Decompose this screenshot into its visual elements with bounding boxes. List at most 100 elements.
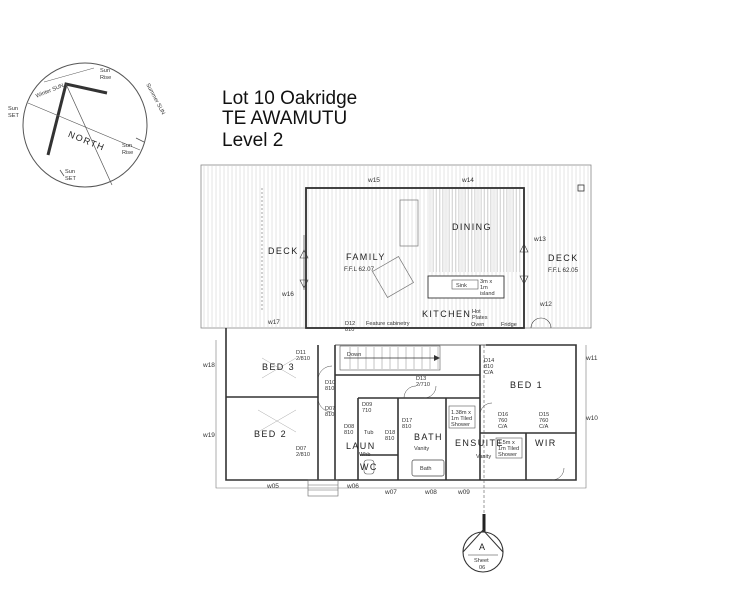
room-ensuite: ENSUITE (455, 438, 504, 448)
label-shower-bath-3: Shower (451, 422, 470, 428)
compass-sunrise-top-1: Sun (100, 68, 110, 74)
door-d15-id: D15 (539, 412, 549, 418)
label-shower-ensuite-3: Shower (498, 452, 517, 458)
room-deck-right-ffl: F.F.L 62.05 (548, 267, 579, 274)
door-d10-id: D10 (325, 380, 335, 386)
compass-sunrise-right-1: Sun (122, 143, 132, 149)
room-family-ffl: F.F.L 62.07 (344, 266, 375, 273)
room-wir: WIR (535, 438, 557, 448)
window-w14: w14 (461, 177, 474, 184)
label-fridge: Fridge (501, 322, 517, 328)
door-d08-id: D08 (344, 424, 354, 430)
room-family: FAMILY (346, 252, 386, 262)
compass-sunset-left-2: SET (8, 113, 19, 119)
room-kitchen: KITCHEN (422, 309, 471, 319)
room-dining: DINING (452, 222, 492, 232)
plan-title-lot: Lot 10 Oakridge (222, 88, 358, 109)
label-hot-plates-1: Hot (472, 309, 481, 315)
window-w15: w15 (367, 177, 380, 184)
door-d15-size: 760 (539, 418, 548, 424)
section-marker-a: A Sheet 06 (462, 529, 504, 573)
bedroom-wing-walls (215, 328, 587, 532)
label-tub: Tub (364, 430, 373, 436)
door-d13-size: 2/710 (416, 382, 430, 388)
window-w05: w05 (266, 483, 279, 490)
window-w07: w07 (384, 489, 397, 496)
door-d07a-id: D07 (325, 406, 335, 412)
label-shower-ensuite-1: 1.5m x (498, 440, 515, 446)
compass-winter-sun: Winter SUN (35, 83, 65, 100)
section-sheet-label: Sheet (474, 558, 489, 564)
door-d16-type: C/A (498, 424, 508, 430)
label-vanity-bath: Vanity (414, 446, 429, 452)
door-d16-id: D16 (498, 412, 508, 418)
door-d15-type: C/A (539, 424, 549, 430)
compass-sunset-bottom-2: SET (65, 176, 76, 182)
door-d09-size: 710 (362, 408, 371, 414)
label-feature-cabinetry: Feature cabinetry (366, 321, 410, 327)
window-w16: w16 (281, 291, 294, 298)
window-w18: w18 (202, 362, 215, 369)
room-bath: BATH (414, 432, 443, 442)
door-d12-size: 810 (345, 327, 354, 333)
compass-sunset-bottom-1: Sun (65, 169, 75, 175)
label-shower-bath-2: 1m Tiled (451, 416, 472, 422)
label-shower-bath-1: 1.38m x (451, 410, 471, 416)
door-d09-id: D09 (362, 402, 372, 408)
room-bed1: BED 1 (510, 380, 543, 390)
window-w11: w11 (585, 355, 598, 362)
window-w19: w19 (202, 432, 215, 439)
door-d07b-size: 2/810 (296, 452, 310, 458)
door-d07a-size: 810 (325, 412, 334, 418)
compass-summer-sun: Summer SUN (144, 83, 165, 116)
door-d08-size: 810 (344, 430, 353, 436)
room-deck-right: DECK (548, 253, 579, 263)
window-w06: w06 (346, 483, 359, 490)
plan-title-town: TE AWAMUTU (222, 108, 348, 129)
window-w08: w08 (424, 489, 437, 496)
window-w13: w13 (533, 236, 546, 243)
room-bed2: BED 2 (254, 429, 287, 439)
door-d16-size: 760 (498, 418, 507, 424)
door-d14-id: D14 (484, 358, 494, 364)
window-w17: w17 (267, 319, 280, 326)
door-d11-id: D11 (296, 350, 306, 356)
door-d18-size: 810 (385, 436, 394, 442)
room-deck-left: DECK (268, 246, 299, 256)
door-d14-size: 810 (484, 364, 493, 370)
label-sink: Sink (456, 283, 467, 289)
compass-sunrise-top-2: Rise (100, 75, 111, 81)
label-bath-fixture: Bath (420, 466, 432, 472)
door-d17-size: 810 (402, 424, 411, 430)
label-shower-ensuite-2: 1m Tiled (498, 446, 519, 452)
label-whb: Whb (359, 452, 371, 458)
door-d12-id: D12 (345, 321, 355, 327)
door-d18-id: D18 (385, 430, 395, 436)
deck-hatching (200, 164, 592, 329)
section-letter: A (479, 542, 486, 552)
label-vanity-ensuite: Vanity (476, 454, 491, 460)
section-sheet-number: 06 (479, 565, 485, 571)
label-down: Down (347, 352, 361, 358)
door-d07b-id: D07 (296, 446, 306, 452)
door-d13-id: D13 (416, 376, 426, 382)
compass-sunrise-right-2: Rise (122, 150, 133, 156)
door-d11-size: 2/810 (296, 356, 310, 362)
living-walls (261, 184, 585, 329)
door-d17-id: D17 (402, 418, 412, 424)
compass-north-label: NORTH (67, 129, 107, 153)
room-laun: LAUN (346, 441, 376, 451)
door-d10-size: 810 (325, 386, 334, 392)
plan-title-level: Level 2 (222, 130, 284, 151)
compass-rose: NORTH Winter SUN Sun Rise Sun SET Summer… (8, 62, 166, 188)
window-w09: w09 (457, 489, 470, 496)
compass-sunset-left-1: Sun (8, 106, 18, 112)
label-oven: Oven (471, 322, 484, 328)
label-hot-plates-2: Plates (472, 315, 488, 321)
window-w10: w10 (585, 415, 598, 422)
label-island-1: 3m x (480, 279, 492, 285)
room-bed3: BED 3 (262, 362, 295, 372)
label-island-2: 1m (480, 285, 488, 291)
label-island-3: island (480, 291, 495, 297)
